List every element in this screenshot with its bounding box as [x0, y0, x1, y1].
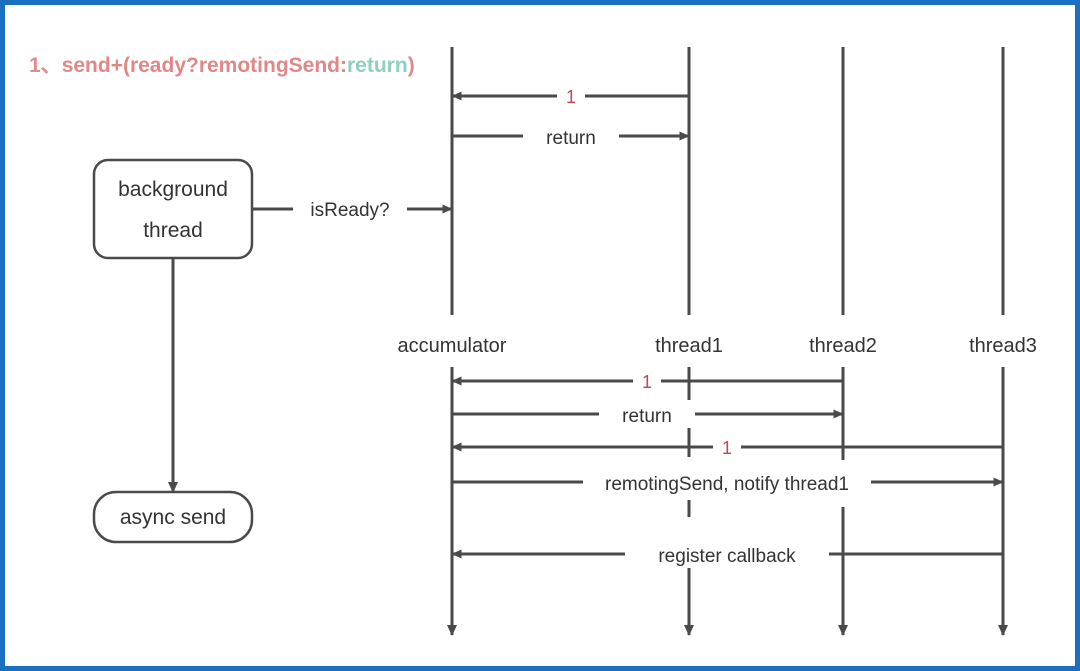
- message-bottom-remoting-label-bg: [583, 468, 871, 496]
- background-thread-label-line2: thread: [143, 219, 203, 242]
- background-thread-box: [92, 158, 254, 260]
- async-send-box: [92, 490, 254, 544]
- lifeline-label-thread2: thread2: [809, 335, 877, 357]
- message-top-return-label-bg: [523, 122, 619, 150]
- message-top-return: return: [452, 122, 690, 150]
- async-send-label: async send: [120, 506, 226, 529]
- message-bottom-remoting: remotingSend, notify thread1: [452, 468, 1004, 496]
- is-ready-label: isReady?: [310, 200, 389, 221]
- title-highlight: return: [347, 54, 408, 77]
- diagram-title: 1、send+(ready?remotingSend:return): [29, 54, 415, 77]
- message-bottom-return-label-bg: [599, 400, 695, 428]
- title-prefix: 1、: [29, 54, 62, 77]
- message-bottom-2: 1: [451, 434, 1003, 460]
- message-top-return-label: return: [546, 128, 596, 149]
- message-bottom-2-label: 1: [722, 438, 732, 458]
- message-bottom-return-label: return: [622, 406, 672, 427]
- lifeline-label-thread3: thread3: [969, 335, 1037, 357]
- message-bottom-callback: register callback: [451, 540, 1003, 568]
- lifeline-label-accumulator: accumulator: [398, 335, 507, 357]
- async-send-node[interactable]: async send: [92, 490, 254, 544]
- message-bottom-callback-label: register callback: [658, 546, 796, 567]
- message-bottom-1-label: 1: [642, 372, 652, 392]
- message-bottom-remoting-label: remotingSend, notify thread1: [605, 474, 849, 495]
- message-top-1-label-bg: [557, 83, 585, 109]
- sequence-diagram: 1、send+(ready?remotingSend:return) backg…: [29, 47, 1037, 636]
- lifeline-label-thread1: thread1: [655, 335, 723, 357]
- is-ready-connector: isReady?: [252, 200, 453, 221]
- background-thread-label-line1: background: [118, 178, 228, 201]
- message-bottom-1-label-bg: [633, 368, 661, 394]
- message-top-1-label: 1: [566, 87, 576, 107]
- message-bottom-return: return: [452, 400, 844, 428]
- message-bottom-callback-label-bg: [625, 540, 829, 568]
- background-thread-node[interactable]: background thread: [92, 158, 254, 260]
- title-main: send+(ready?remotingSend:: [62, 54, 347, 77]
- message-bottom-1: 1: [451, 368, 843, 394]
- message-top-1: 1: [451, 83, 689, 109]
- title-suffix: ): [408, 54, 415, 77]
- message-bottom-2-label-bg: [713, 434, 741, 460]
